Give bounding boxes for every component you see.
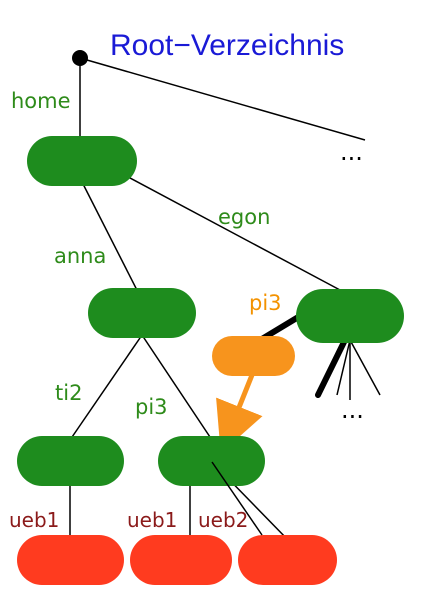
edge-label-pi3-link: pi3 — [249, 291, 282, 315]
edge-anna-ti2 — [69, 334, 143, 441]
edge-anna-pi3 — [141, 334, 213, 441]
edge-label-home: home — [11, 89, 71, 113]
edge-label-ueb1-mid: ueb1 — [127, 508, 177, 532]
edge-home-egon — [114, 169, 341, 291]
edge-label-egon: egon — [218, 205, 270, 229]
edge-label-ueb1-left: ueb1 — [9, 508, 59, 532]
edge-label-pi3: pi3 — [135, 395, 168, 419]
edge-label-anna: anna — [54, 244, 106, 268]
edge-egon-child-a — [336, 339, 351, 396]
dir-node-pi3 — [158, 436, 265, 486]
dir-node-ti2 — [17, 436, 124, 486]
ellipsis-top: ... — [340, 138, 363, 166]
dir-node-home — [27, 136, 137, 186]
tree-edges — [69, 57, 381, 543]
edge-label-ti2: ti2 — [55, 381, 82, 405]
edge-egon-child-b — [349, 339, 381, 396]
file-node-ueb2 — [238, 535, 337, 585]
link-node-pi3 — [212, 336, 295, 376]
edge-home-anna — [79, 177, 143, 301]
file-node-ueb1-left — [17, 535, 124, 585]
edge-label-ueb2: ueb2 — [198, 508, 248, 532]
title-root-verzeichnis: Root−Verzeichnis — [110, 29, 344, 62]
root-node — [72, 50, 88, 66]
edge-egon-child-thick — [315, 337, 348, 398]
file-node-ueb1-mid — [130, 535, 232, 585]
ellipsis-bottom: ... — [341, 396, 364, 424]
dir-node-egon — [296, 289, 404, 343]
dir-node-anna — [88, 288, 196, 338]
edge-root-more — [79, 57, 366, 141]
edge-pi3-ueb2-overlay — [211, 461, 263, 536]
symlink-arrow — [216, 374, 263, 454]
